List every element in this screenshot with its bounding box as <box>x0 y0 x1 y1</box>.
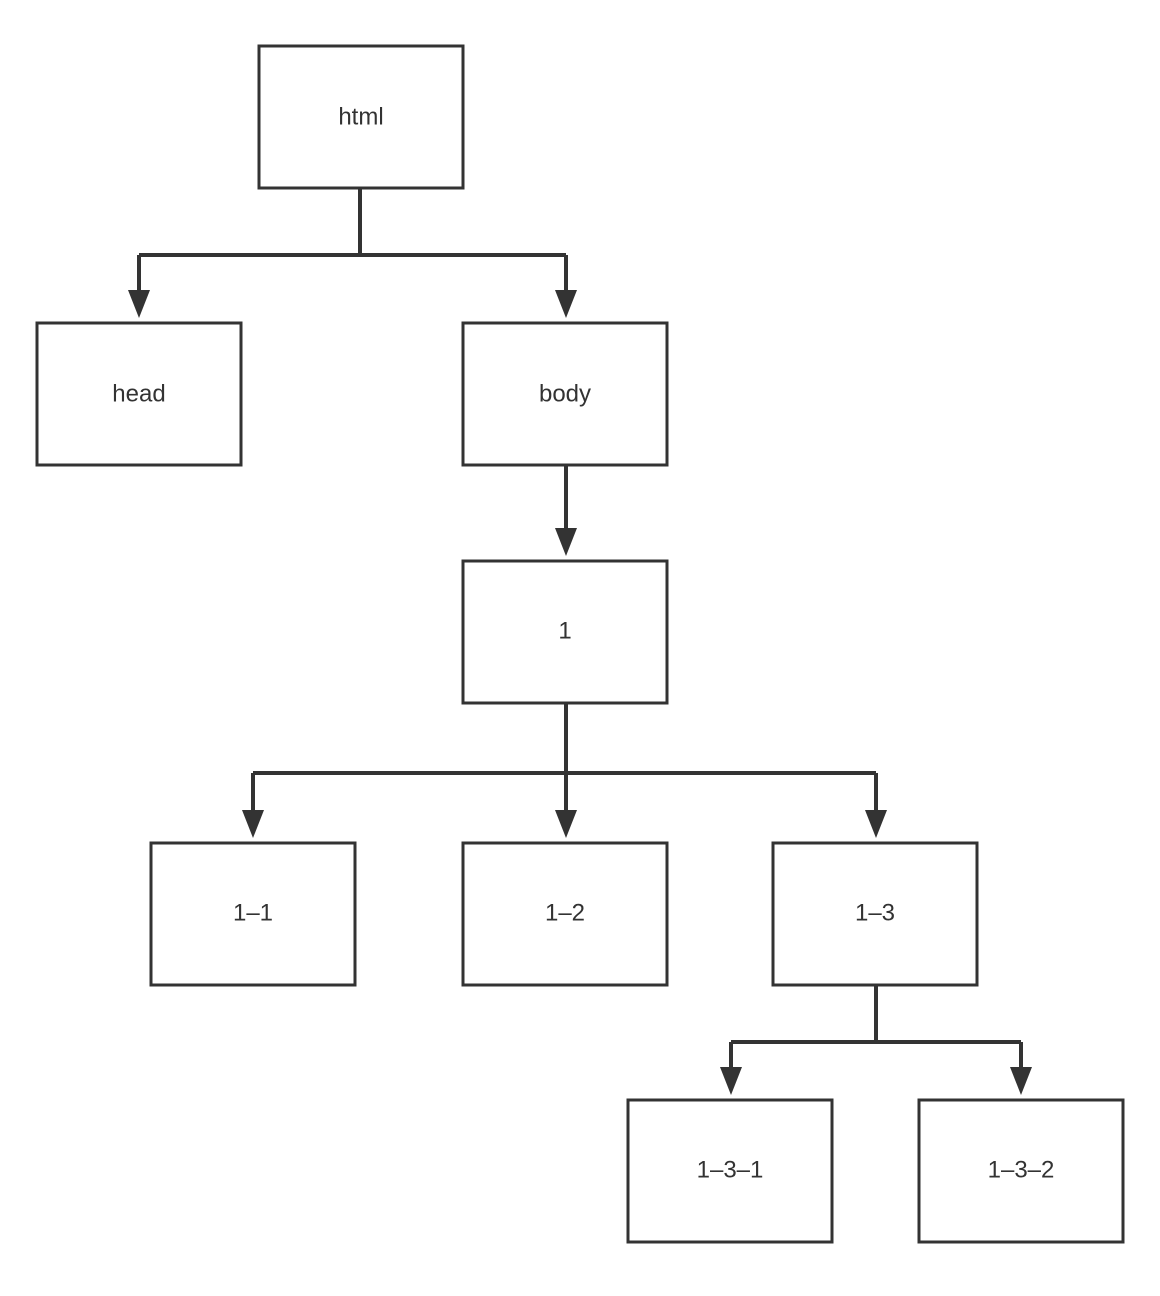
arrow-to-body <box>555 290 577 318</box>
node-1-3-2: 1–3–2 <box>917 1098 1125 1244</box>
node-label-1-3-2: 1–3–2 <box>988 1156 1055 1183</box>
arrow-to-1-1 <box>242 810 264 838</box>
edge-1-3-children <box>720 986 1032 1095</box>
node-label-1-3-1: 1–3–1 <box>697 1156 764 1183</box>
node-1-3-1: 1–3–1 <box>626 1098 834 1244</box>
arrow-to-1-3-1 <box>720 1067 742 1095</box>
edge-body-child <box>555 465 577 556</box>
node-1-1: 1–1 <box>149 841 357 987</box>
node-head: head <box>35 321 243 467</box>
edge-html-children <box>128 188 577 318</box>
node-label-html: html <box>338 103 383 130</box>
node-1-3: 1–3 <box>771 841 979 987</box>
edge-1-children <box>242 703 887 838</box>
node-1: 1 <box>461 559 669 705</box>
node-html: html <box>257 44 465 190</box>
arrow-to-1-3-2 <box>1010 1067 1032 1095</box>
arrow-to-1 <box>555 528 577 556</box>
node-label-1-3: 1–3 <box>855 899 895 926</box>
arrow-to-1-2 <box>555 810 577 838</box>
node-1-2: 1–2 <box>461 841 669 987</box>
arrow-to-1-3 <box>865 810 887 838</box>
node-label-1: 1 <box>558 617 571 644</box>
node-label-1-1: 1–1 <box>233 899 273 926</box>
node-label-1-2: 1–2 <box>545 899 585 926</box>
node-label-body: body <box>539 380 591 407</box>
node-label-head: head <box>112 380 165 407</box>
node-body: body <box>461 321 669 467</box>
arrow-to-head <box>128 290 150 318</box>
